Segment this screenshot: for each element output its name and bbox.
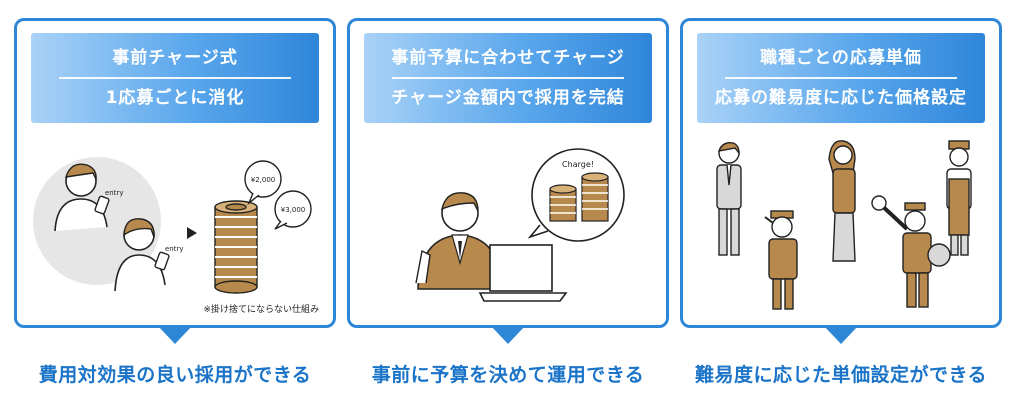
charge-bubble: Charge! <box>527 148 625 242</box>
header-divider <box>392 77 624 79</box>
header-line-2: 応募の難易度に応じた価格設定 <box>715 88 967 108</box>
mechanic-wrench-icon <box>871 195 951 308</box>
header-line-1: 事前予算に合わせてチャージ <box>391 48 625 68</box>
card-unit-price: 職種ごとの応募単価 応募の難易度に応じた価格設定 <box>680 18 1002 328</box>
bubble-1-text: ¥2,000 <box>251 176 276 184</box>
illustration-applicants-to-coins: entry entry ¥2,000 ¥3,000 <box>33 157 312 294</box>
office-woman-icon <box>828 140 856 262</box>
pointer-arrow-down-icon <box>824 326 858 344</box>
caption-2: 事前に予算を決めて運用できる <box>371 364 645 386</box>
caption-3: 難易度に応じた単価設定ができる <box>694 364 988 386</box>
coin-stack-icon <box>214 200 258 294</box>
card-prepaid-charge: 事前チャージ式 1応募ごとに消化 entry entry <box>14 18 336 328</box>
pointer-arrow-down-icon <box>158 326 192 344</box>
card-budget-charge: 事前予算に合わせてチャージ チャージ金額内で採用を完結 Charge! <box>347 18 669 328</box>
header-line-2: 1応募ごとに消化 <box>105 88 245 108</box>
entry-label-2: entry <box>165 245 184 253</box>
caption-1: 費用対効果の良い採用ができる <box>38 364 312 386</box>
price-bubble-1: ¥2,000 <box>244 160 282 206</box>
pointer-arrow-down-icon <box>491 326 525 344</box>
charge-bubble-text: Charge! <box>562 160 594 169</box>
shop-worker-icon <box>946 140 972 256</box>
illustration-job-types <box>716 140 972 310</box>
card-header: 事前予算に合わせてチャージ チャージ金額内で採用を完結 <box>364 33 652 123</box>
applicant-person-1-icon <box>54 163 110 232</box>
office-worker-icon <box>716 141 742 256</box>
card-header: 職種ごとの応募単価 応募の難易度に応じた価格設定 <box>697 33 985 123</box>
businessman-icon <box>415 192 503 290</box>
laptop-icon <box>478 244 568 302</box>
applicant-person-2-icon <box>114 218 170 292</box>
bubble-2-text: ¥3,000 <box>281 206 306 214</box>
arrow-right-icon <box>187 227 197 239</box>
header-line-2: チャージ金額内で採用を完結 <box>391 88 625 108</box>
footnote: ※掛け捨てにならない仕組み <box>203 305 319 315</box>
entry-label-1: entry <box>105 189 124 197</box>
police-officer-icon <box>764 210 798 310</box>
header-divider <box>59 77 291 79</box>
card-header: 事前チャージ式 1応募ごとに消化 <box>31 33 319 123</box>
header-divider <box>725 77 957 79</box>
header-line-1: 職種ごとの応募単価 <box>760 48 922 68</box>
header-line-1: 事前チャージ式 <box>112 48 238 68</box>
coin-stack-small-icon <box>549 172 609 222</box>
illustration-businessman-laptop: Charge! <box>415 148 625 302</box>
price-bubble-2: ¥3,000 <box>274 190 312 230</box>
